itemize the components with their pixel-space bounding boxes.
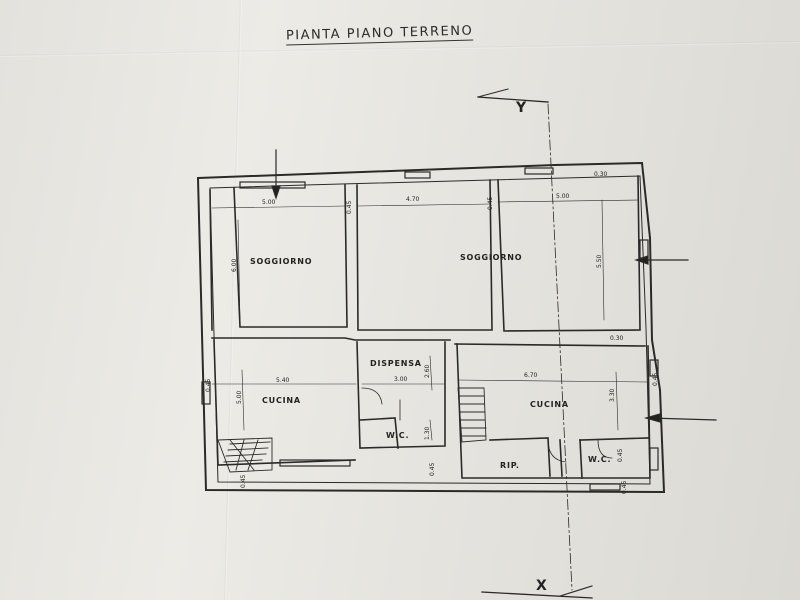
dim-label: 6.70: [524, 372, 538, 379]
dim-label: 5.40: [276, 377, 290, 384]
room-wc-left-outline: [359, 417, 399, 449]
dim-label: 0.45: [205, 378, 212, 392]
stairs-right: [457, 387, 487, 443]
dimension-lines: [211, 199, 649, 441]
room-label-dispensa: DISPENSA: [370, 359, 422, 368]
dim-label: 0.45: [617, 448, 624, 462]
dim-label: 0.45: [429, 462, 436, 476]
dim-label: 3.30: [609, 388, 616, 402]
entrance-arrows: [271, 149, 717, 423]
wall-mid-left: [211, 337, 451, 341]
dim-label: 2.60: [424, 364, 431, 378]
dim-label: 5.50: [596, 254, 603, 268]
dim-label: 0.30: [610, 335, 624, 342]
dim-label: 6.00: [231, 258, 238, 272]
dim-label: 1.30: [424, 426, 431, 440]
dim-label: 0.45: [346, 200, 353, 214]
room-label-cucina-left: CUCINA: [262, 396, 301, 405]
room-label-soggiorno-left: SOGGIORNO: [250, 257, 312, 266]
room-label-rip: RIP.: [500, 461, 520, 470]
dim-label: 0.45: [652, 372, 659, 386]
dim-label: 5.00: [236, 390, 243, 404]
room-dispensa-outline: [356, 341, 446, 449]
room-label-wc-left: W.C.: [386, 431, 409, 440]
dim-label: 3.00: [394, 376, 408, 383]
door-swings: [361, 387, 613, 463]
dim-label: 0.45: [240, 474, 247, 488]
room-label-cucina-right: CUCINA: [530, 400, 569, 409]
dim-label: 0.45: [621, 480, 628, 494]
axis-x-label: X: [536, 578, 547, 594]
room-wc-right-outline: [579, 437, 649, 441]
stairs-left: [217, 437, 273, 473]
dim-label: 5.00: [556, 193, 570, 200]
wall-mid-right: [454, 343, 646, 347]
room-label-wc-right: W.C.: [588, 455, 611, 464]
dim-label: 4.70: [406, 196, 420, 203]
outer-wall: [196, 161, 666, 494]
room-soggiorno-right-outline: [497, 175, 641, 332]
axis-y-marker: [477, 88, 573, 591]
dim-label: 0.45: [487, 196, 494, 210]
windows: [201, 167, 659, 491]
room-soggiorno-center-outline: [356, 179, 493, 331]
room-cucina-left-outline: [213, 339, 356, 466]
dim-label: 0.30: [594, 171, 608, 178]
room-soggiorno-left-outline: [233, 184, 348, 328]
axis-x-marker: [481, 585, 593, 599]
room-rip-outline: [489, 437, 551, 477]
axis-y-label: Y: [515, 100, 527, 116]
dim-label: 5.00: [262, 199, 276, 206]
room-label-soggiorno-center: SOGGIORNO: [460, 253, 522, 262]
wall-top-left-corridor: [209, 189, 213, 331]
